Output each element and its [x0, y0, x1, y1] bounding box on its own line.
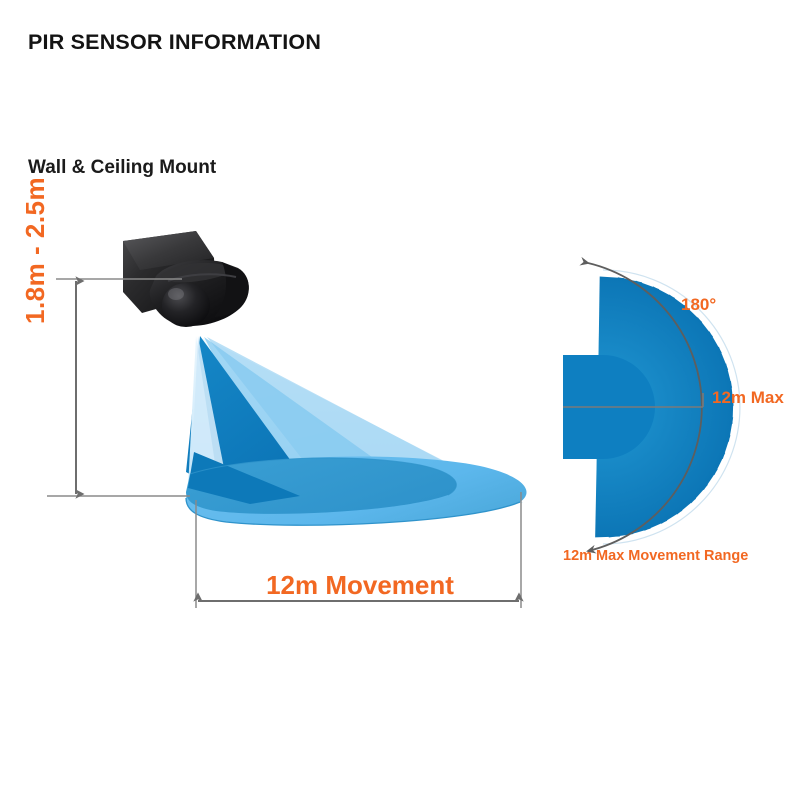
side-view-figure	[47, 231, 527, 608]
range-caption: 12m Max Movement Range	[563, 548, 749, 564]
top-view-figure	[563, 256, 741, 554]
sensor-lens-highlight	[168, 288, 184, 300]
beam-foot-dark	[188, 452, 300, 504]
page-title: PIR SENSOR INFORMATION	[28, 30, 322, 54]
long-ray	[595, 442, 620, 538]
sensor-bracket-top	[123, 231, 214, 270]
vertical-dimension	[47, 276, 190, 499]
long-ray	[613, 286, 675, 379]
detection-angle-label: 180°	[681, 295, 717, 314]
max-radius-label: 12m Max	[712, 388, 784, 407]
movement-range-label: 12m Movement	[266, 570, 454, 600]
ground-coverage-inner-outline	[189, 457, 457, 496]
horizontal-dimension	[193, 492, 524, 608]
radius-leader	[563, 393, 704, 408]
section-title: Wall & Ceiling Mount	[28, 157, 217, 178]
ground-coverage-outline	[185, 497, 521, 526]
pir-sensor-housing	[123, 231, 249, 327]
inner-guide-arc	[602, 269, 741, 545]
sensor-head-right	[214, 262, 249, 317]
detection-beam-group	[185, 336, 527, 526]
long-ray	[628, 421, 718, 490]
sensor-lens	[162, 283, 210, 327]
